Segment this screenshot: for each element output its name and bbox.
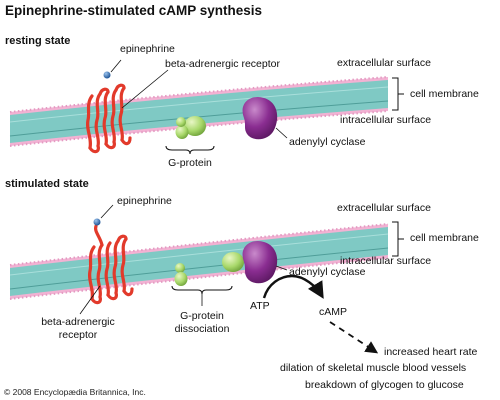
label-receptor-stimulated-line1: beta-adrenergic — [41, 316, 115, 328]
label-g-protein-dissociation-line2: dissociation — [174, 323, 230, 335]
effect-3: breakdown of glycogen to glucose — [305, 379, 464, 391]
leader-cyclase-stimulated — [275, 265, 288, 271]
label-receptor-stimulated-line2: receptor — [58, 329, 98, 341]
label-camp: cAMP — [319, 306, 348, 318]
leader-receptor-stimulated — [79, 285, 101, 315]
g-protein-resting — [175, 116, 206, 139]
label-membrane-resting: cell membrane — [410, 88, 479, 100]
leader-epinephrine-stimulated — [100, 204, 114, 219]
stimulated-state-heading: stimulated state — [5, 178, 89, 190]
adenylyl-cyclase-resting — [242, 96, 278, 140]
adenylyl-cyclase-stimulated — [242, 240, 278, 284]
label-receptor-resting: beta-adrenergic receptor — [165, 58, 280, 70]
beta-adrenergic-receptor-stimulated — [87, 224, 134, 305]
label-intracellular-stimulated: intracellular surface — [340, 255, 432, 267]
membrane-stimulated — [9, 223, 389, 300]
label-extracellular-stimulated: extracellular surface — [337, 202, 431, 214]
effect-1: increased heart rate — [384, 346, 478, 358]
g-protein-dissociated — [174, 252, 244, 286]
epinephrine-molecule-resting — [103, 71, 111, 79]
label-membrane-stimulated: cell membrane — [410, 232, 479, 244]
membrane-bracket-stimulated — [392, 221, 404, 257]
copyright-notice: © 2008 Encyclopædia Britannica, Inc. — [4, 387, 146, 397]
membrane-bracket-resting — [392, 77, 404, 111]
g-protein-brace-resting — [165, 145, 215, 155]
effect-2: dilation of skeletal muscle blood vessel… — [280, 362, 467, 374]
resting-state-heading: resting state — [5, 35, 71, 47]
label-extracellular-resting: extracellular surface — [337, 57, 431, 69]
label-intracellular-resting: intracellular surface — [340, 114, 432, 126]
label-g-protein-dissociation-line1: G-protein — [180, 310, 224, 322]
leader-receptor-resting — [121, 69, 169, 109]
g-protein-brace-stimulated — [171, 285, 233, 295]
label-cyclase-stimulated: adenylyl cyclase — [289, 266, 366, 278]
page-title: Epinephrine-stimulated cAMP synthesis — [5, 3, 263, 18]
beta-adrenergic-receptor-resting — [85, 83, 132, 154]
camp-to-effects-arrow — [329, 321, 379, 354]
leader-epinephrine-resting — [110, 59, 122, 73]
atp-to-camp-arrow — [262, 274, 324, 299]
label-epinephrine-stimulated: epinephrine — [117, 195, 172, 207]
label-g-protein-resting: G-protein — [168, 157, 212, 169]
leader-cyclase-resting — [275, 127, 288, 139]
epinephrine-molecule-stimulated — [93, 218, 101, 226]
label-epinephrine-resting: epinephrine — [120, 43, 175, 55]
label-atp: ATP — [250, 300, 270, 312]
label-cyclase-resting: adenylyl cyclase — [289, 136, 366, 148]
